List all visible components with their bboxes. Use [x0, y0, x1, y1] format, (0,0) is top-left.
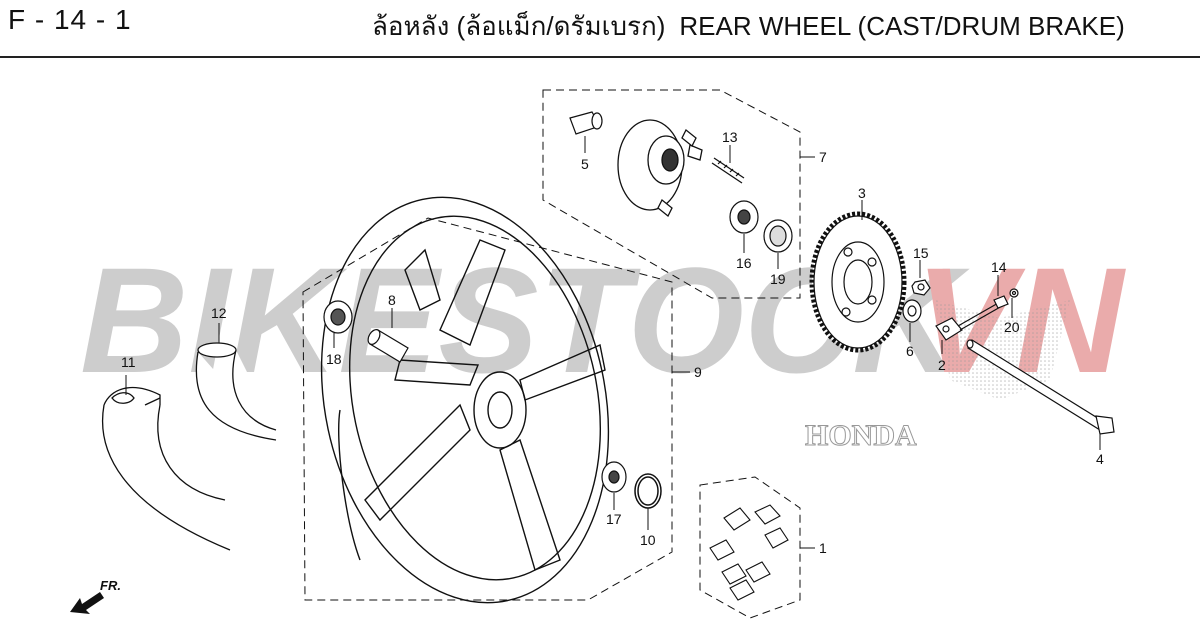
wheel-group-frame — [302, 217, 673, 601]
part-1-wheel-damper-rubbers — [709, 504, 789, 601]
title-thai: ล้อหลัง (ล้อแม็ก/ดรัมเบรก) — [372, 11, 666, 41]
part-13-stud-bolt — [711, 157, 745, 184]
callout-11: 11 — [121, 354, 136, 370]
part-7-driven-flange — [617, 119, 703, 218]
callout-16: 16 — [736, 255, 752, 271]
callout-17: 17 — [606, 511, 622, 527]
part-12-tube — [195, 342, 277, 441]
part-11-tire — [101, 386, 231, 551]
callout-20: 20 — [1004, 319, 1020, 335]
callout-5: 5 — [581, 156, 589, 172]
callout-10: 10 — [640, 532, 656, 548]
part-20-nut — [1009, 288, 1019, 298]
callout-6: 6 — [906, 343, 914, 359]
callout-9: 9 — [694, 364, 702, 380]
part-6-collar — [902, 299, 922, 323]
part-4-rear-axle — [966, 339, 1115, 435]
hub-group-frame — [542, 89, 801, 299]
part-2-chain-adjuster — [935, 317, 963, 341]
front-direction-label: FR. — [100, 578, 121, 593]
leader-lines — [125, 136, 1101, 549]
callout-13: 13 — [722, 129, 738, 145]
callout-7: 7 — [819, 149, 827, 165]
part-17-bearing — [601, 461, 627, 493]
callout-numbers: 11 12 18 8 5 13 7 16 19 3 15 6 2 14 20 4… — [121, 129, 1104, 556]
part-15-nut — [911, 279, 931, 296]
callout-14: 14 — [991, 259, 1007, 275]
exploded-parts-diagram: BIKESTOCK VN HONDA — [70, 89, 1126, 619]
callout-8: 8 — [388, 292, 396, 308]
callout-1: 1 — [819, 540, 827, 556]
callout-12: 12 — [211, 305, 227, 321]
part-10-o-ring — [634, 473, 662, 509]
front-direction-arrow-icon: FR. — [70, 578, 121, 614]
figure-code: F - 14 - 1 — [8, 4, 132, 35]
callout-19: 19 — [770, 271, 786, 287]
callout-3: 3 — [858, 185, 866, 201]
part-19-oil-seal — [763, 219, 793, 253]
damper-group-frame — [699, 476, 801, 619]
part-14-adjusting-bolt — [957, 301, 1003, 331]
title-english: REAR WHEEL (CAST/DRUM BRAKE) — [679, 11, 1125, 41]
honda-logo-text: HONDA — [805, 419, 917, 452]
part-14-nut — [993, 295, 1009, 309]
part-8-distance-collar — [367, 329, 409, 363]
callout-2: 2 — [938, 357, 946, 373]
part-5-damper-rubber-collar — [569, 111, 603, 135]
page-title: ล้อหลัง (ล้อแม็ก/ดรัมเบรก) REAR WHEEL (CA… — [372, 6, 1200, 47]
page-header: F - 14 - 1 ล้อหลัง (ล้อแม็ก/ดรัมเบรก) REA… — [0, 0, 1200, 58]
callout-18: 18 — [326, 351, 342, 367]
callout-15: 15 — [913, 245, 929, 261]
part-3-driven-sprocket — [809, 211, 907, 353]
callout-4: 4 — [1096, 451, 1104, 467]
part-16-bearing — [729, 200, 759, 234]
part-18-bearing — [323, 300, 353, 334]
